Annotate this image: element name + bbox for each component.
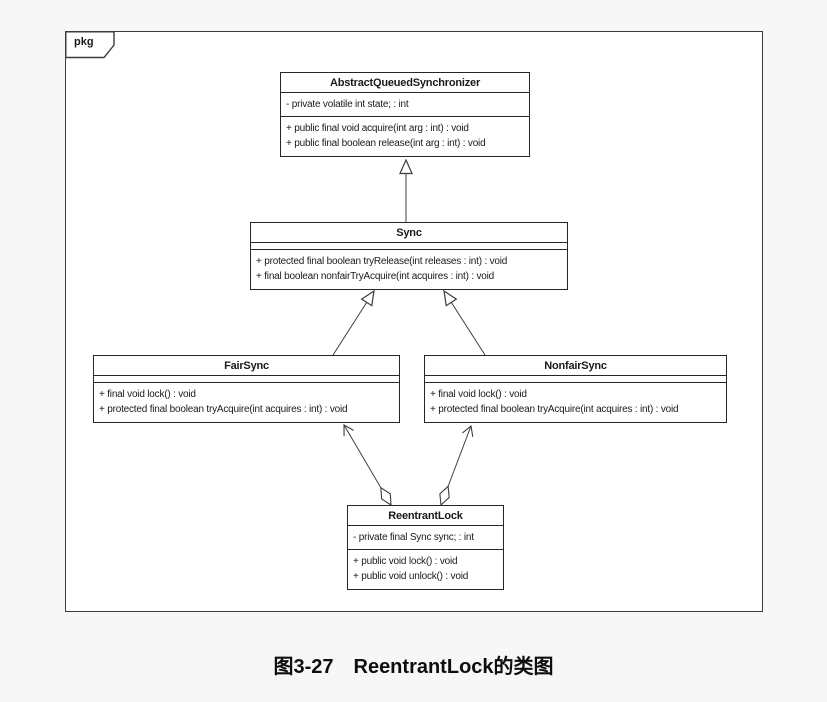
class-methods: + protected final boolean tryRelease(int…	[251, 250, 567, 289]
attribute-line: - private final Sync sync; : int	[353, 532, 474, 543]
method-line: + protected final boolean tryAcquire(int…	[99, 404, 348, 415]
method-line: + public void unlock() : void	[353, 571, 469, 582]
class-title: FairSync	[94, 356, 399, 376]
class-attributes: - private volatile int state; : int	[281, 93, 529, 117]
package-tab	[65, 31, 115, 59]
class-title: ReentrantLock	[348, 506, 503, 526]
attribute-line: - private volatile int state; : int	[286, 99, 409, 110]
class-abstractqueuedsynchronizer: AbstractQueuedSynchronizer - private vol…	[280, 72, 530, 157]
class-methods: + public final void acquire(int arg : in…	[281, 117, 529, 156]
class-title: Sync	[251, 223, 567, 243]
class-attributes-empty	[251, 243, 567, 250]
class-attributes: - private final Sync sync; : int	[348, 526, 503, 550]
package-label: pkg	[74, 36, 94, 48]
method-line: + final void lock() : void	[99, 389, 196, 400]
class-methods: + final void lock() : void + protected f…	[94, 383, 399, 422]
method-line: + final boolean nonfairTryAcquire(int ac…	[256, 271, 495, 282]
class-methods: + final void lock() : void + protected f…	[425, 383, 726, 422]
class-fairsync: FairSync + final void lock() : void + pr…	[93, 355, 400, 423]
method-line: + public void lock() : void	[353, 556, 458, 567]
class-attributes-empty	[94, 376, 399, 383]
method-line: + protected final boolean tryAcquire(int…	[430, 404, 679, 415]
method-line: + final void lock() : void	[430, 389, 527, 400]
method-line: + protected final boolean tryRelease(int…	[256, 256, 508, 267]
method-line: + public final void acquire(int arg : in…	[286, 123, 469, 134]
method-line: + public final boolean release(int arg :…	[286, 138, 486, 149]
class-title: NonfairSync	[425, 356, 726, 376]
class-attributes-empty	[425, 376, 726, 383]
class-title: AbstractQueuedSynchronizer	[281, 73, 529, 93]
class-methods: + public void lock() : void + public voi…	[348, 550, 503, 589]
class-nonfairsync: NonfairSync + final void lock() : void +…	[424, 355, 727, 423]
class-reentrantlock: ReentrantLock - private final Sync sync;…	[347, 505, 504, 590]
figure-caption: 图3-27 ReentrantLock的类图	[273, 656, 554, 678]
class-sync: Sync + protected final boolean tryReleas…	[250, 222, 568, 290]
